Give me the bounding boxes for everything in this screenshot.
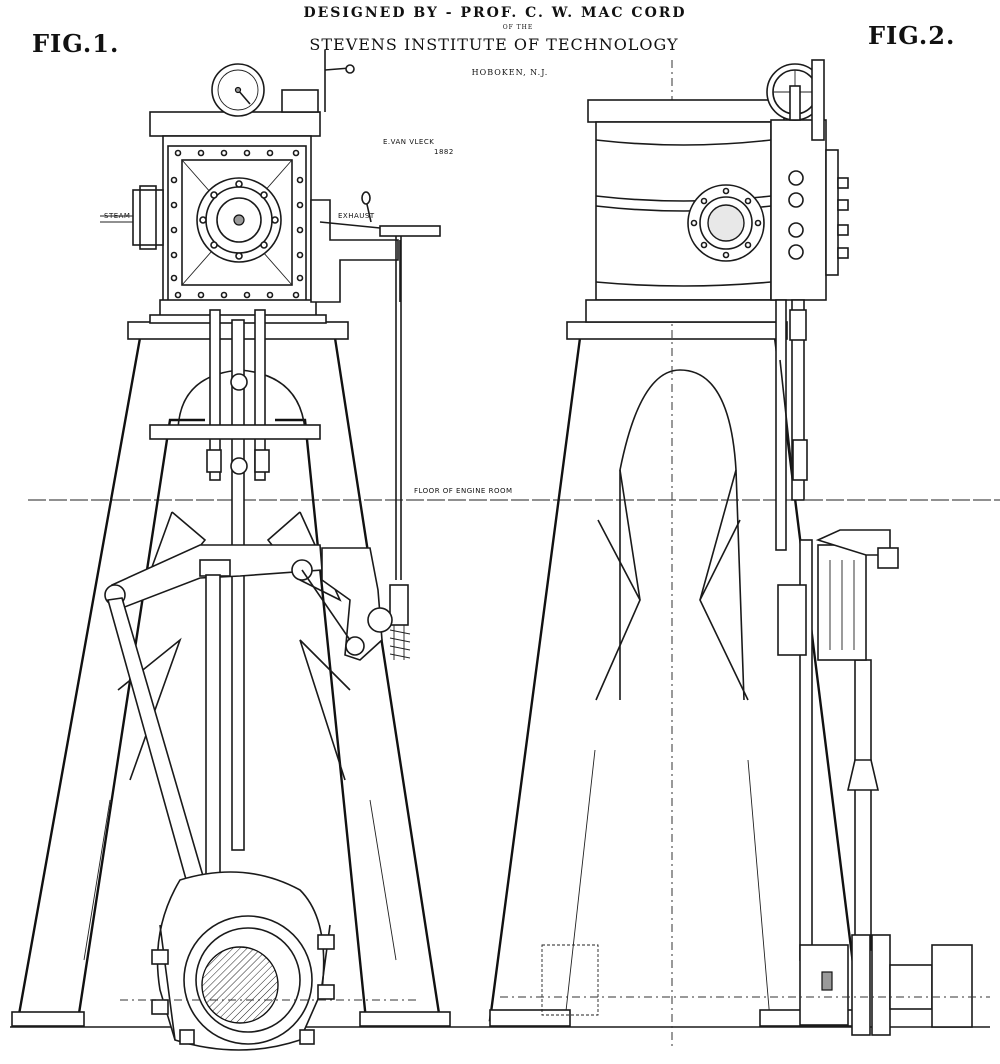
of-the-text: OF THE — [503, 24, 534, 31]
fig1-crankshaft — [201, 946, 279, 1024]
fig1-connecting-rod — [106, 597, 211, 910]
institute-name: STEVENS INSTITUTE OF TECHNOLOGY — [309, 35, 678, 54]
designer-credit: DESIGNED BY - PROF. C. W. MAC CORD — [303, 5, 686, 21]
drafter-year: 1882 — [434, 148, 454, 156]
fig1-valve-chest — [310, 199, 399, 303]
fig2-cylinder-top — [587, 99, 785, 123]
fig2-side-view — [488, 59, 990, 1050]
fig1-steam-inlet — [132, 189, 164, 246]
fig2-frame-arch — [619, 369, 745, 701]
fig2-valve-chest — [770, 119, 827, 301]
exhaust-label: EXHAUST — [338, 212, 375, 220]
fig1-label: FIG.1. — [32, 29, 119, 58]
fig2-coupling — [931, 944, 973, 1028]
fig1-crosshead-guide — [149, 424, 321, 440]
fig2-eccentric-1 — [851, 934, 871, 1036]
fig2-eccentric-2 — [871, 934, 891, 1036]
fig2-frame-left-leg — [488, 337, 582, 1022]
fig2-label: FIG.2. — [868, 21, 955, 50]
fig1-front-view — [11, 50, 451, 1051]
location-text: HOBOKEN, N.J. — [472, 68, 549, 77]
drafter-name: E.VAN VLECK — [383, 138, 434, 146]
floor-label: FLOOR OF ENGINE ROOM — [414, 487, 513, 495]
